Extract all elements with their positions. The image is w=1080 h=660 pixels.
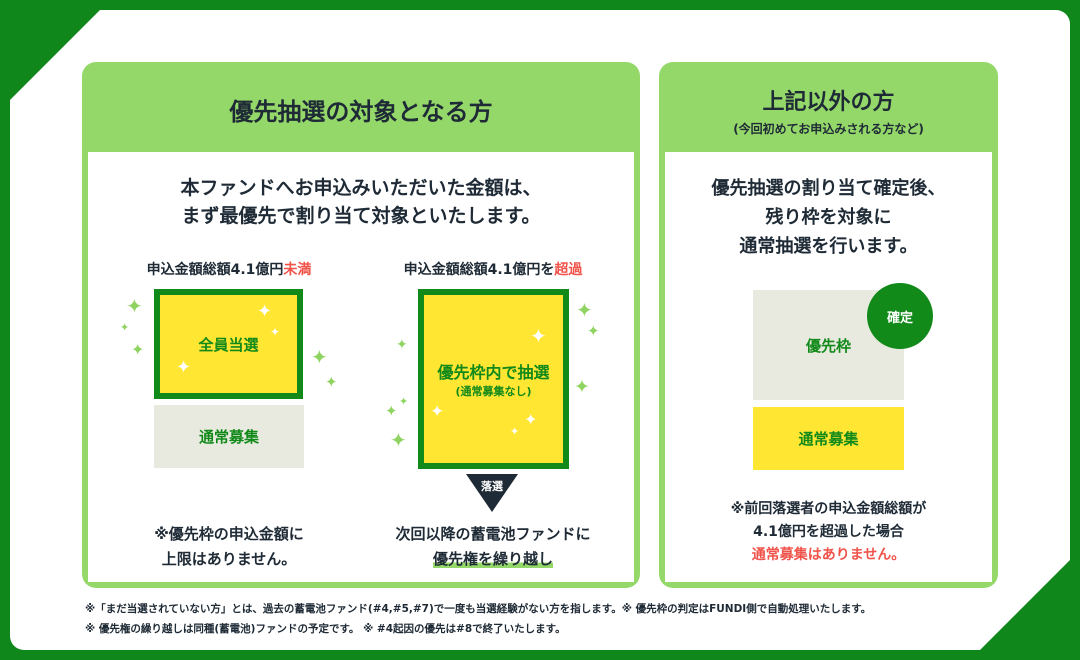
all-win-box: 全員当選	[154, 289, 303, 399]
other-intro: 優先抽選の割り当て確定後、残り枠を対象に通常抽選を行います。	[711, 178, 946, 257]
footnote: ※ 優先権の繰り越しは同種(蓄電池)ファンドの予定です。 ※ #4起因の優先は#…	[85, 623, 566, 635]
sparkle-icon: ✦	[399, 395, 409, 408]
sparkle-icon: ✦	[311, 345, 328, 369]
sparkle-icon: ✦	[396, 337, 408, 353]
sparkle-icon: ✦	[390, 428, 407, 452]
sparkle-icon: ✦	[120, 321, 130, 334]
sparkle-icon: ✦	[270, 325, 281, 339]
sparkle-icon: ✦	[587, 322, 600, 340]
sparkle-icon: ✦	[530, 324, 547, 348]
priority-intro: 本ファンドへお申込みいただいた金額は、 まず最優先で割り当て対象といたします。	[88, 174, 634, 230]
other-card-title: 上記以外の方	[762, 90, 895, 115]
sparkle-icon: ✦	[126, 294, 143, 318]
sparkle-icon: ✦	[257, 301, 273, 322]
priority-card-title: 優先抽選の対象となる方	[229, 98, 493, 126]
intro-line: 本ファンドへお申込みいただいた金額は、	[180, 177, 542, 199]
sparkle-icon: ✦	[176, 357, 192, 378]
footnote: ※「まだ当選されていない方」とは、過去の蓄電池ファンド(#4,#5,#7)で一度…	[85, 603, 872, 615]
sparkle-icon: ✦	[574, 376, 590, 398]
sparkle-icon: ✦	[430, 402, 445, 422]
priority-box: 優先枠	[753, 290, 904, 400]
lose-arrow-icon	[466, 474, 518, 512]
over-label: 申込金額総額4.1億円を超過	[403, 262, 583, 278]
other-card-subtitle: (今回初めてお申込みされる方など)	[733, 122, 924, 136]
over-note: 次回以降の蓄電池ファンドに 優先権を繰り越し	[395, 525, 591, 568]
intro-line: まず最優先で割り当て対象といたします。	[181, 205, 541, 227]
sparkle-icon: ✦	[524, 410, 538, 429]
sparkle-icon: ✦	[385, 402, 398, 420]
sparkle-icon: ✦	[510, 425, 520, 438]
sparkle-icon: ✦	[576, 298, 593, 322]
confirmed-badge: 確定	[867, 283, 933, 349]
priority-lottery-box: 優先枠内で抽選(通常募集なし)	[418, 289, 569, 469]
sparkle-icon: ✦	[131, 340, 145, 359]
normal-box: 通常募集	[154, 405, 304, 468]
lose-label: 落選	[481, 480, 503, 493]
under-label: 申込金額総額4.1億円未満	[146, 262, 312, 278]
under-note: ※優先枠の申込金額に上限はありません。	[154, 525, 304, 568]
normal-box-right: 通常募集	[753, 407, 904, 470]
sparkle-icon: ✦	[325, 373, 338, 391]
